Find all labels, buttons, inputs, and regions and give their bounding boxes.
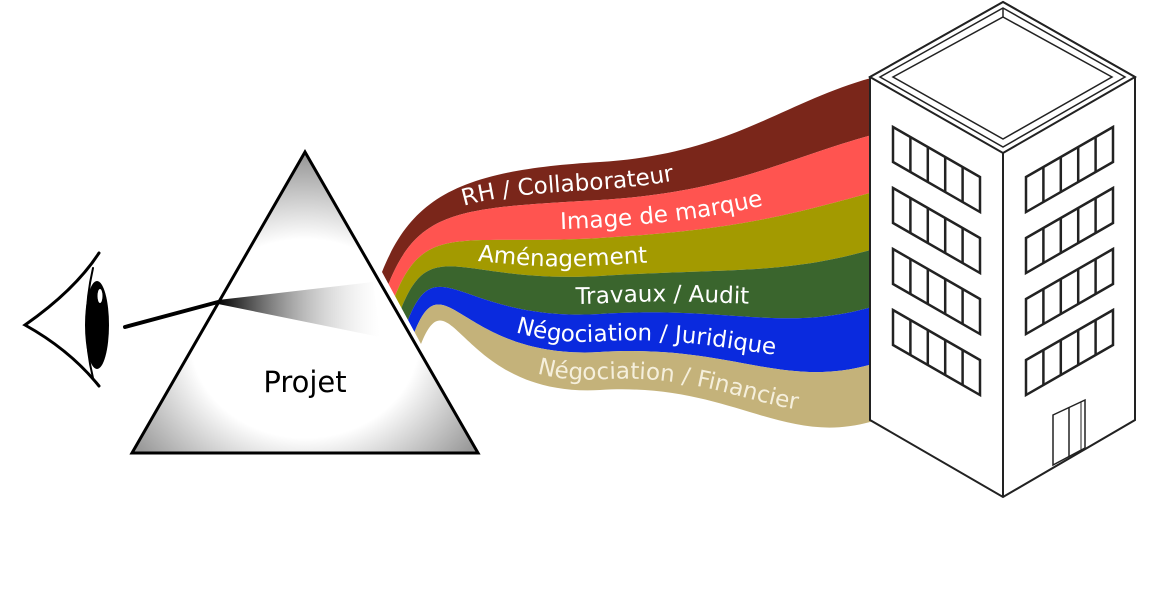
band-2 — [388, 135, 871, 296]
eye-icon — [22, 251, 109, 388]
light-beam — [123, 300, 220, 329]
band-6 — [414, 304, 871, 428]
prism-label: Projet — [263, 365, 346, 399]
window — [891, 185, 982, 276]
prism: Projet — [123, 148, 481, 455]
band-5 — [408, 286, 871, 373]
window — [1024, 185, 1115, 276]
band-1 — [382, 78, 871, 284]
window — [891, 307, 982, 398]
window — [891, 124, 982, 215]
window — [1024, 124, 1115, 215]
band-4 — [401, 249, 871, 320]
band-3 — [395, 192, 871, 308]
office-building-icon — [867, 0, 1138, 499]
window — [1024, 307, 1115, 398]
light-cone — [218, 282, 380, 337]
window — [1024, 246, 1115, 337]
window — [891, 246, 982, 337]
band-label: Travaux / Audit — [574, 281, 749, 310]
door — [1052, 398, 1086, 467]
